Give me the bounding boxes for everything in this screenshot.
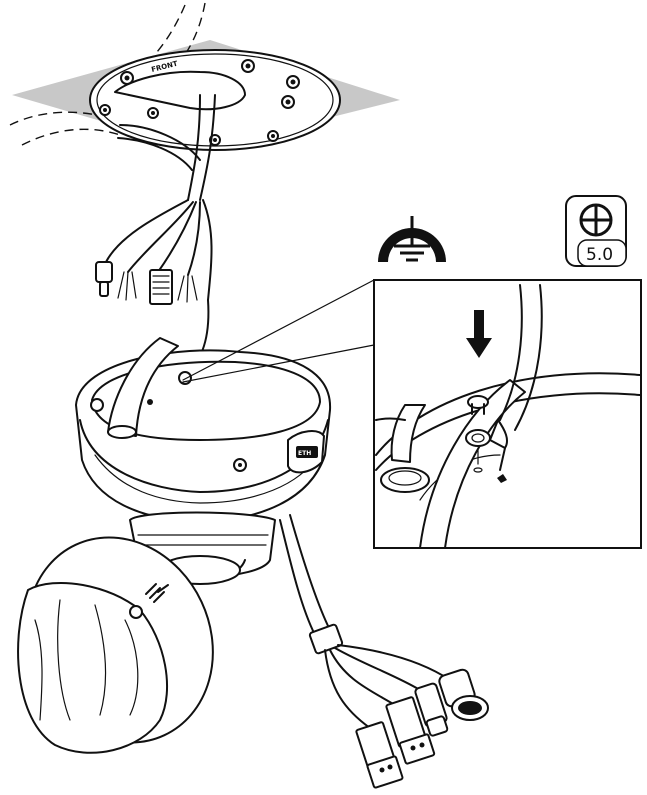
bottom-cable-assembly <box>279 514 489 789</box>
camera-body: ETH <box>75 337 332 585</box>
bnc-connector <box>414 682 449 737</box>
dc-power-plug <box>95 261 113 297</box>
terminal-block-2 <box>385 696 436 765</box>
rj45-waterproof-connector <box>438 668 489 721</box>
callout-line <box>182 279 375 383</box>
dome-cover <box>17 536 214 754</box>
mount-plate-screw-holes <box>99 59 300 146</box>
down-arrow-icon <box>466 310 492 358</box>
ceiling-mount-assembly: FRONT <box>9 2 400 201</box>
cable-entry-tube <box>107 337 179 437</box>
ground-symbol-icon <box>378 216 446 262</box>
phillips-screwdriver-icon <box>579 203 613 237</box>
mount-plate-center-notch <box>114 70 246 111</box>
ground-screw-assembly <box>465 395 507 483</box>
detail-inset <box>373 279 642 549</box>
torque-badge: 5.0 <box>565 195 627 267</box>
terminal-block-1 <box>355 721 404 789</box>
svg-text:ETH: ETH <box>298 450 311 457</box>
dome-bubble <box>17 581 169 754</box>
rj45-connector <box>149 269 173 305</box>
ethernet-port-badge: ETH <box>287 430 325 474</box>
top-cable-ends <box>95 199 213 371</box>
cover-screw <box>129 583 169 619</box>
ceiling-cable-bundle <box>187 94 201 201</box>
torque-value: 5.0 <box>586 245 613 265</box>
